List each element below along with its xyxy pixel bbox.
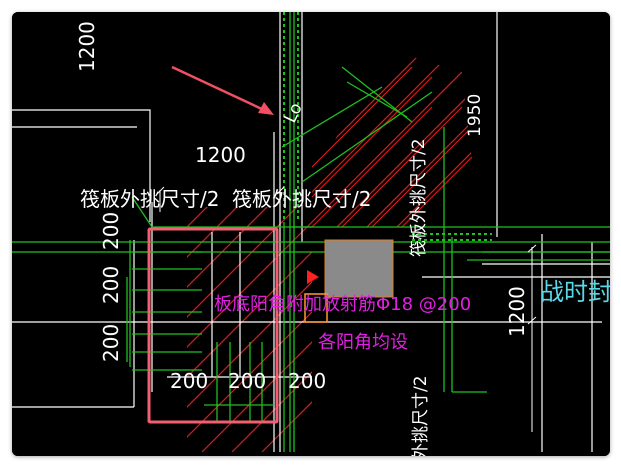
cad-drawing: 1200 1200 1950 1200 200 200 200 200 200 … bbox=[12, 12, 610, 456]
drawing-background bbox=[12, 12, 610, 456]
dim-top-left-vertical: 1200 bbox=[75, 21, 99, 72]
dim-top-horizontal: 1200 bbox=[195, 143, 246, 167]
label-right-cut: 战时封 bbox=[540, 278, 610, 306]
dim-bottom-3: 200 bbox=[288, 369, 326, 393]
label-raft-half-mid: 筏板外挑尺寸/2 bbox=[232, 187, 371, 211]
dimension-ticks bbox=[156, 186, 537, 432]
note-main: 板底阳角附加放射筋Φ18 @200 bbox=[214, 294, 471, 315]
label-raft-half-bottom: 外挑尺寸/2 bbox=[411, 375, 431, 456]
highlight-box bbox=[147, 227, 279, 424]
dim-left-v-1: 200 bbox=[99, 212, 123, 250]
dim-right-top-vertical: 1950 bbox=[465, 94, 485, 137]
grey-block bbox=[325, 240, 393, 297]
arrow-icon bbox=[171, 65, 274, 115]
flag-icon bbox=[307, 270, 319, 284]
note-sub: 各阳角均设 bbox=[318, 332, 408, 353]
hatch-pattern-top bbox=[311, 66, 473, 228]
dim-bottom-1: 200 bbox=[170, 369, 208, 393]
green-lines bbox=[12, 12, 610, 452]
cad-drawing-viewport: 1200 1200 1950 1200 200 200 200 200 200 … bbox=[12, 12, 610, 456]
dim-right-mid-vertical: 1200 bbox=[505, 286, 529, 337]
label-raft-half-right: 筏板外挑尺寸/2 bbox=[409, 138, 429, 257]
callout-box bbox=[304, 293, 328, 323]
label-raft-half-left: 筏板外挑尺寸/2 bbox=[80, 187, 219, 211]
grey-block-outline bbox=[324, 239, 394, 298]
dim-left-v-3: 200 bbox=[99, 324, 123, 362]
dim-bottom-2: 200 bbox=[228, 369, 266, 393]
dim-left-v-2: 200 bbox=[99, 266, 123, 304]
